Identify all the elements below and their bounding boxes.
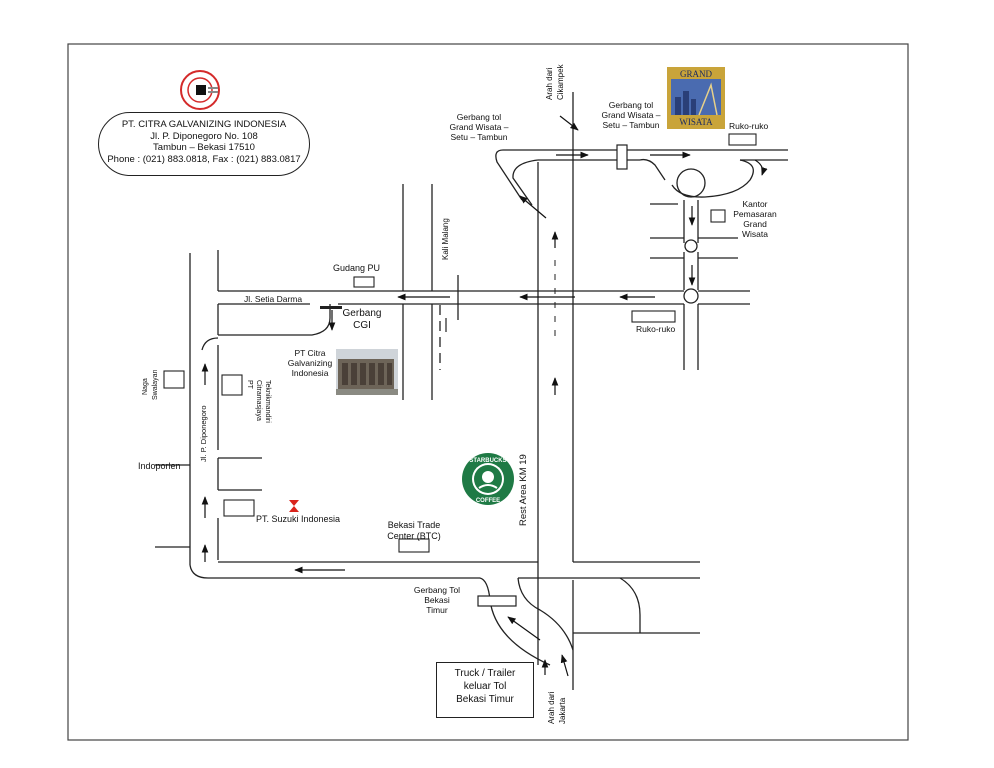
starbucks-logo-bottom: COFFEE: [476, 498, 500, 504]
label-gudang-pu: Gudang PU: [333, 263, 381, 273]
label-teknikmandiri: Teknikmandiri: [264, 380, 271, 423]
starbucks-logo-top: STARBUCKS: [469, 458, 506, 464]
direction-arrows: [201, 115, 768, 677]
suzuki-logo: [289, 500, 299, 512]
label-ruko-top: Ruko-ruko: [729, 121, 769, 131]
label-arah-jakarta-1: Arah dari: [547, 691, 556, 724]
starbucks-logo: STARBUCKS COFFEE: [462, 453, 514, 505]
truck-trailer-note: Truck / Trailer keluar Tol Bekasi Timur: [436, 662, 534, 718]
label-arah-cikampek-1: Arah dari: [545, 67, 554, 100]
company-address-1: Jl. P. Diponegoro No. 108: [150, 130, 258, 142]
label-gerbang-cgi: Gerbang CGI: [342, 308, 382, 331]
cgi-gate: [320, 306, 342, 309]
toll-gate-bekasi-timur: [477, 595, 517, 607]
label-jl-diponegoro: Jl. P. Diponegoro: [199, 405, 208, 462]
label-rest-area: Rest Area KM 19: [518, 454, 529, 526]
label-gerbang-tol-gw-left: Gerbang tol Grand Wisata – Setu – Tambun: [449, 112, 509, 142]
map-frame: [67, 43, 909, 741]
label-arah-jakarta-2: Jakarta: [558, 697, 567, 724]
label-kantor-pemasaran: Kantor Pemasaran Grand Wisata: [733, 199, 777, 239]
company-address-2: Tambun – Bekasi 17510: [153, 142, 255, 153]
label-arah-cikampek-2: Cikampek: [556, 64, 565, 100]
grand-wisata-logo: GRAND WISATA: [667, 67, 725, 129]
label-indoporlen: Indoporlen: [138, 461, 181, 471]
roads: [155, 92, 788, 690]
label-gerbang-tol-gw-right: Gerbang tol Grand Wisata – Setu – Tambun: [601, 100, 661, 130]
company-phone: Phone : (021) 883.0818, Fax : (021) 883.…: [107, 153, 301, 165]
company-info-box: PT. CITRA GALVANIZING INDONESIA Jl. P. D…: [98, 112, 310, 176]
grand-wisata-logo-top: GRAND: [680, 69, 713, 79]
label-naga: Naga: [142, 378, 149, 395]
label-bekasi-trade-center: Bekasi Trade Center (BTC): [387, 520, 441, 541]
label-pt-suzuki: PT. Suzuki Indonesia: [256, 514, 341, 524]
toll-gate-grand-wisata: [616, 144, 628, 170]
label-citramasjaya: Citramasjaya: [255, 380, 262, 421]
label-jl-setia-darma: Jl. Setia Darma: [244, 294, 303, 304]
citra-building-photo: [336, 349, 398, 395]
label-ruko-mid: Ruko-ruko: [636, 324, 676, 334]
label-kali-malang: Kali Malang: [441, 218, 450, 260]
label-gerbang-tol-bekasi: Gerbang Tol Bekasi Timur: [413, 585, 461, 615]
label-swalayan: Swalayan: [152, 369, 159, 400]
label-pt-small: PT: [246, 380, 253, 389]
label-pt-citra: PT Citra Galvanizing Indonesia: [287, 348, 333, 378]
citra-galvanizing-logo: [180, 70, 220, 110]
grand-wisata-logo-bottom: WISATA: [679, 117, 713, 127]
company-name: PT. CITRA GALVANIZING INDONESIA: [121, 119, 287, 130]
buildings: [163, 133, 757, 553]
